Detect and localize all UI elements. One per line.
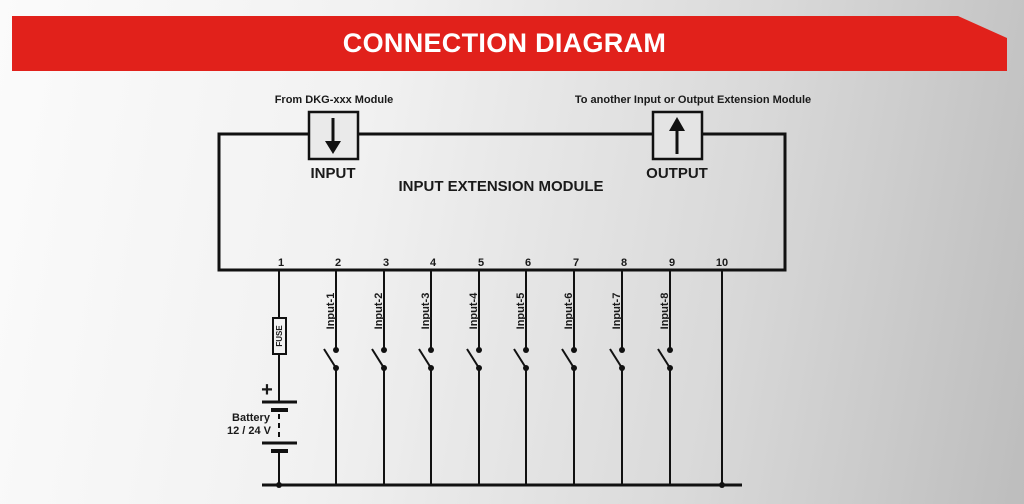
- switch-blade-1: [323, 348, 337, 369]
- module-box: [217, 132, 787, 272]
- switch-contact: [523, 347, 529, 353]
- terminal-label-3: 3: [383, 257, 389, 269]
- input-label: INPUT: [311, 165, 356, 182]
- banner-shape: [12, 16, 1007, 71]
- arrow-up-icon: [669, 117, 685, 154]
- terminal-label-9: 9: [669, 257, 675, 269]
- switch-contact: [476, 347, 482, 353]
- switch-blade-3: [418, 348, 432, 369]
- page-title: CONNECTION DIAGRAM: [342, 28, 667, 58]
- terminal-label-2: 2: [335, 257, 341, 269]
- switch-contact: [571, 347, 577, 353]
- switch-contact: [381, 347, 387, 353]
- arrow-down-icon: [325, 118, 341, 154]
- terminal-label-1: 1: [278, 257, 284, 269]
- terminal-labels: 1 2 3 4 5 6 7 8 9 10: [278, 257, 728, 269]
- terminal-label-10: 10: [716, 257, 728, 269]
- fuse: [272, 317, 287, 355]
- input-label-8: Input-8: [659, 293, 671, 330]
- switch-contact: [333, 347, 339, 353]
- output-label: OUTPUT: [646, 165, 708, 182]
- input-label-6: Input-6: [563, 293, 575, 330]
- switch-blade-5: [513, 348, 527, 369]
- input-label-7: Input-7: [611, 293, 623, 330]
- switch-blade-7: [609, 348, 623, 369]
- switch-blade-2: [371, 348, 385, 369]
- input-label-1: Input-1: [325, 293, 337, 330]
- switch-blade-4: [466, 348, 480, 369]
- terminal-label-7: 7: [573, 257, 579, 269]
- switch-contact: [428, 347, 434, 353]
- input-label-5: Input-5: [515, 293, 527, 330]
- battery-symbol: [262, 400, 297, 453]
- terminal-label-5: 5: [478, 257, 484, 269]
- terminal-label-4: 4: [430, 257, 437, 269]
- terminal-label-8: 8: [621, 257, 627, 269]
- input-source-label: From DKG-xxx Module: [275, 94, 394, 106]
- junction-dot: [276, 482, 282, 488]
- input-label-2: Input-2: [373, 293, 385, 330]
- header-banner: [12, 16, 1007, 71]
- output-destination-label: To another Input or Output Extension Mod…: [575, 94, 811, 106]
- wiring: [262, 270, 742, 488]
- switch-contact: [667, 347, 673, 353]
- fuse-label: FUSE: [275, 325, 284, 347]
- switch-blade-6: [561, 348, 575, 369]
- switch-blade-8: [657, 348, 671, 369]
- input-label-3: Input-3: [420, 293, 432, 330]
- terminal-label-6: 6: [525, 257, 531, 269]
- battery-voltage-label: 12 / 24 V: [227, 425, 272, 437]
- module-name: INPUT EXTENSION MODULE: [398, 178, 603, 195]
- input-label-4: Input-4: [468, 292, 480, 330]
- input-switches: Input-1 Input-2 Input-3 Input-4 Input-5 Input…: [323, 270, 673, 485]
- junction-dot: [719, 482, 725, 488]
- switch-contact: [619, 347, 625, 353]
- battery-label: Battery: [232, 412, 271, 424]
- battery-plus-sign: +: [261, 379, 273, 401]
